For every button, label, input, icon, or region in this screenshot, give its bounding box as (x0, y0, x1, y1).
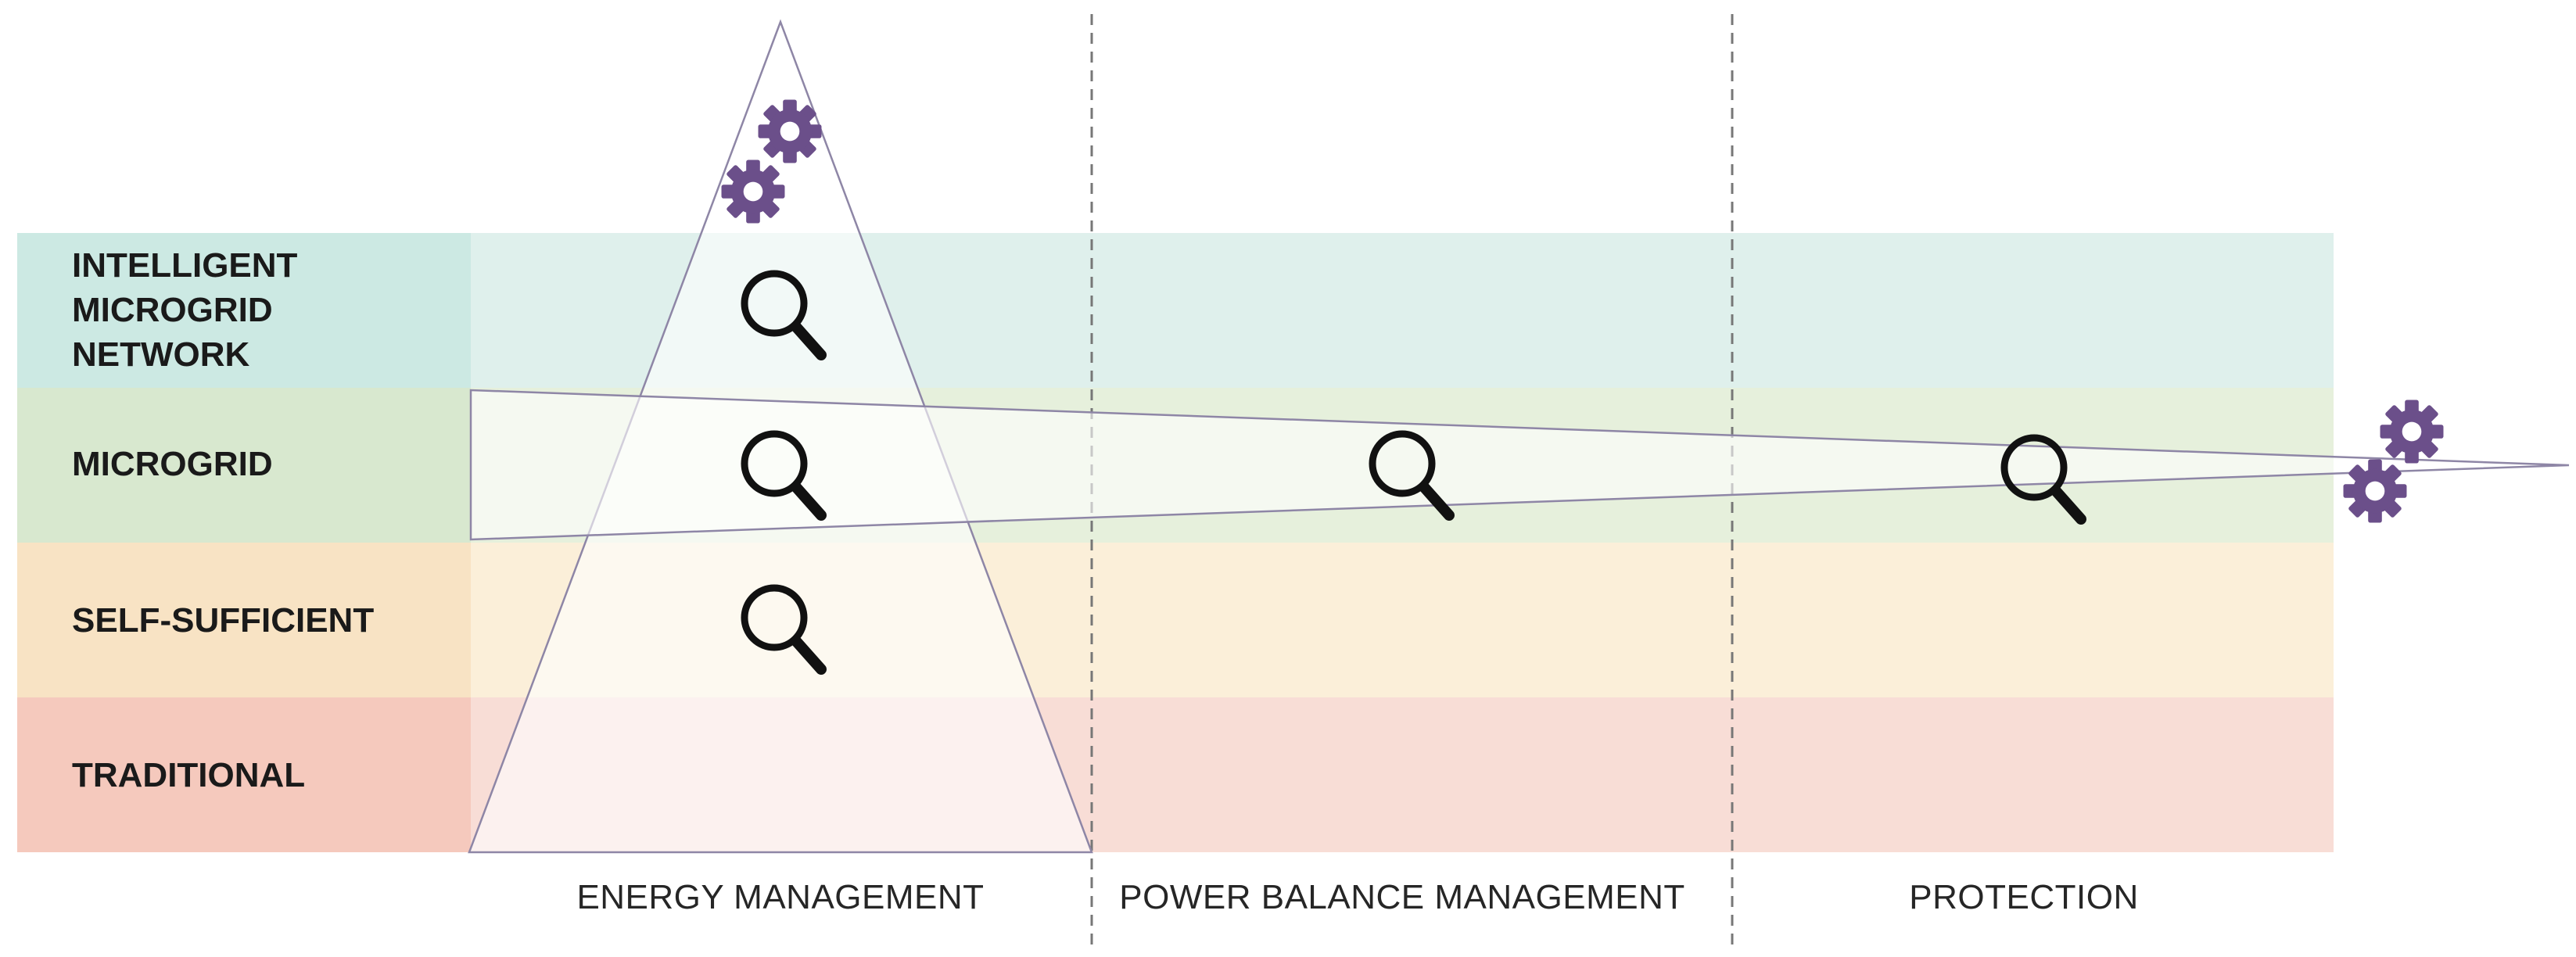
row-label-bg-intelligent-microgrid-network (17, 233, 471, 388)
row-traditional: TRADITIONAL (17, 697, 2334, 852)
gear-icon (2380, 400, 2444, 464)
row-label-microgrid: MICROGRID (72, 445, 273, 483)
column-label-protection: PROTECTION (1909, 878, 2138, 916)
row-label-bg-microgrid (17, 388, 471, 543)
row-label-line: TRADITIONAL (72, 756, 305, 794)
row-self-sufficient: SELF-SUFFICIENT (17, 543, 2334, 697)
row-label-traditional: TRADITIONAL (72, 756, 305, 794)
row-label-intelligent-microgrid-network: INTELLIGENT MICROGRID NETWORK (72, 246, 307, 374)
row-label-line: MICROGRID (72, 291, 273, 329)
row-label-line: NETWORK (72, 335, 250, 374)
microgrid-wedge (469, 389, 2570, 541)
row-label-bg-traditional (17, 697, 471, 852)
row-label-line: SELF-SUFFICIENT (72, 601, 374, 640)
column-label-energy-management: ENERGY MANAGEMENT (576, 878, 984, 916)
row-label-line: INTELLIGENT (72, 246, 298, 285)
gear-icon (758, 99, 822, 163)
row-label-self-sufficient: SELF-SUFFICIENT (72, 601, 374, 640)
gear-icon (721, 160, 785, 224)
row-intelligent: INTELLIGENT MICROGRID NETWORK (17, 233, 2334, 388)
column-label-power-balance-management: POWER BALANCE MANAGEMENT (1119, 878, 1684, 916)
row-label-line: MICROGRID (72, 445, 273, 483)
gear-icon (2343, 459, 2407, 523)
row-label-bg-self-sufficient (17, 543, 471, 697)
